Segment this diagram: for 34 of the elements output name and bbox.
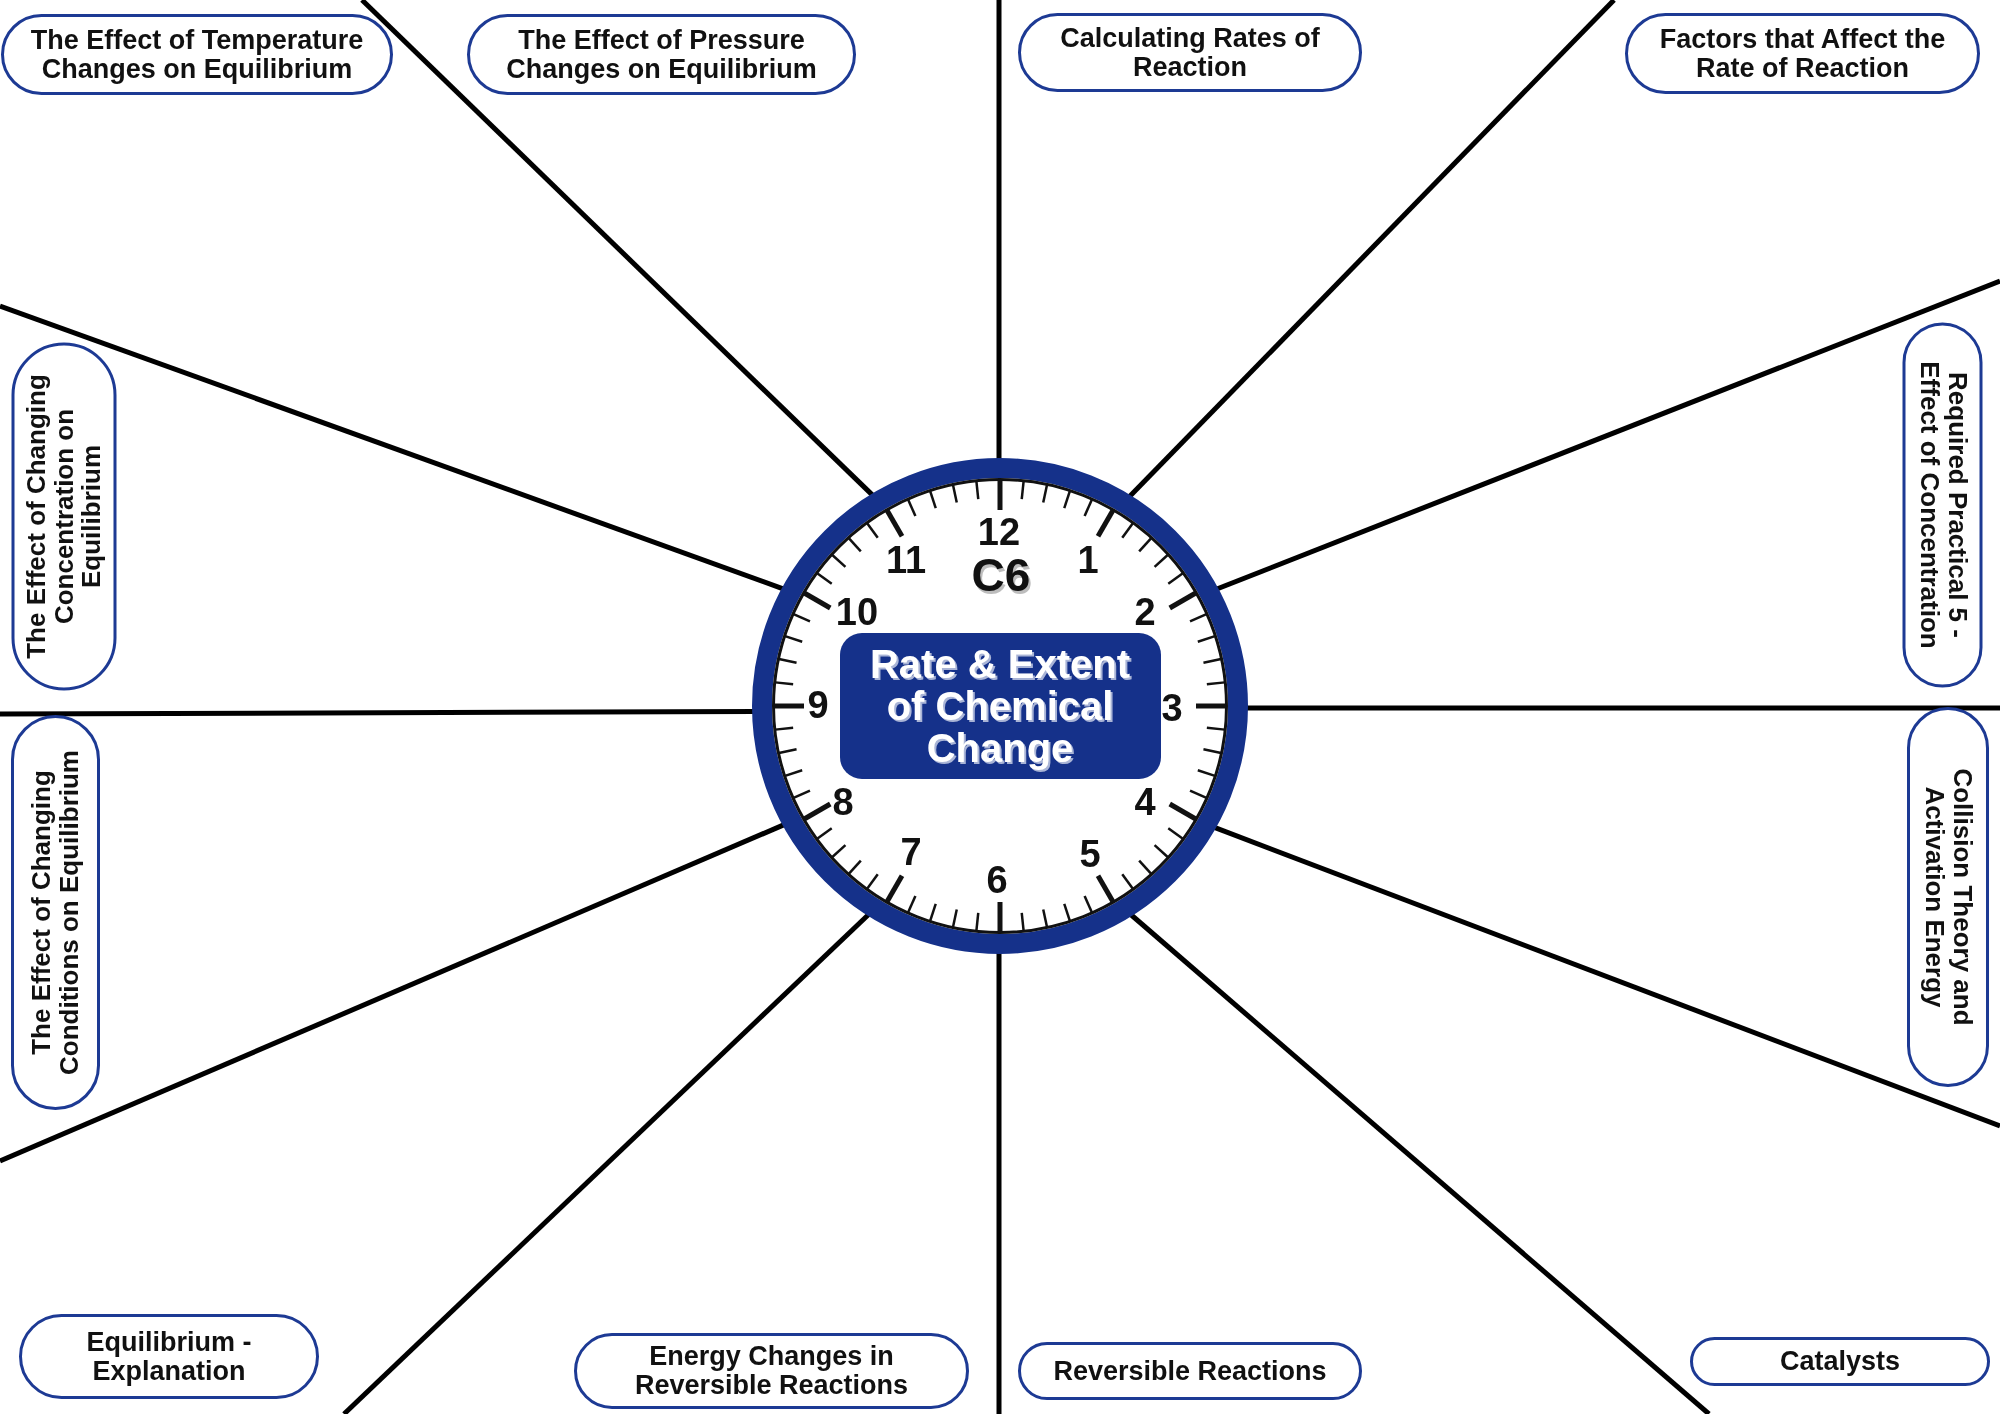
topic-pill xyxy=(1,14,393,95)
topic-heading: Rate & Extent of Chemical Change xyxy=(868,643,1132,769)
topic-pill xyxy=(11,715,100,1110)
clock-number: 11 xyxy=(885,541,927,579)
topic-title: Reversible Reactions xyxy=(1053,1356,1327,1386)
clock-number: 5 xyxy=(1079,835,1101,873)
topic-pill xyxy=(1018,1342,1362,1400)
topic-pill xyxy=(1907,707,1989,1087)
clock-number: 9 xyxy=(807,686,829,724)
topic-title: Required Practical 5 - Effect of Concentration xyxy=(1914,359,1970,651)
clock-number: 8 xyxy=(832,783,854,821)
topic-title: Collision Theory and Activation Energy xyxy=(1920,767,1976,1028)
topic-title: The Effect of Changing Concentration on Equilibrium xyxy=(22,372,105,661)
topic-title: Equilibrium - Explanation xyxy=(85,1327,253,1386)
topic-pill xyxy=(1902,322,1982,687)
clock-number: 12 xyxy=(977,513,1021,551)
clock-number: 2 xyxy=(1134,593,1156,631)
topic-pill xyxy=(11,342,116,690)
topic-title: Factors that Affect the Rate of Reaction xyxy=(1658,24,1947,83)
topic-title: The Effect of Pressure Changes on Equilibrium xyxy=(505,25,818,84)
clock-number: 1 xyxy=(1077,541,1099,579)
topic-title: The Effect of Changing Conditions on Equilibrium xyxy=(27,749,84,1077)
clock-number: 7 xyxy=(900,833,922,871)
topic-code: C6 xyxy=(971,552,1031,598)
topic-title: Catalysts xyxy=(1779,1347,1901,1376)
clock-number: 10 xyxy=(835,593,879,631)
topic-title: The Effect of Temperature Changes on Equilibrium xyxy=(29,25,365,84)
topic-pill xyxy=(1690,1337,1990,1386)
clock-number: 6 xyxy=(986,861,1008,899)
clock-number: 3 xyxy=(1161,689,1183,727)
topic-title: Energy Changes in Reversible Reactions xyxy=(633,1342,910,1400)
clock-number: 4 xyxy=(1134,783,1156,821)
title-banner xyxy=(839,633,1161,779)
topic-title: Calculating Rates of Reaction xyxy=(1059,23,1321,82)
